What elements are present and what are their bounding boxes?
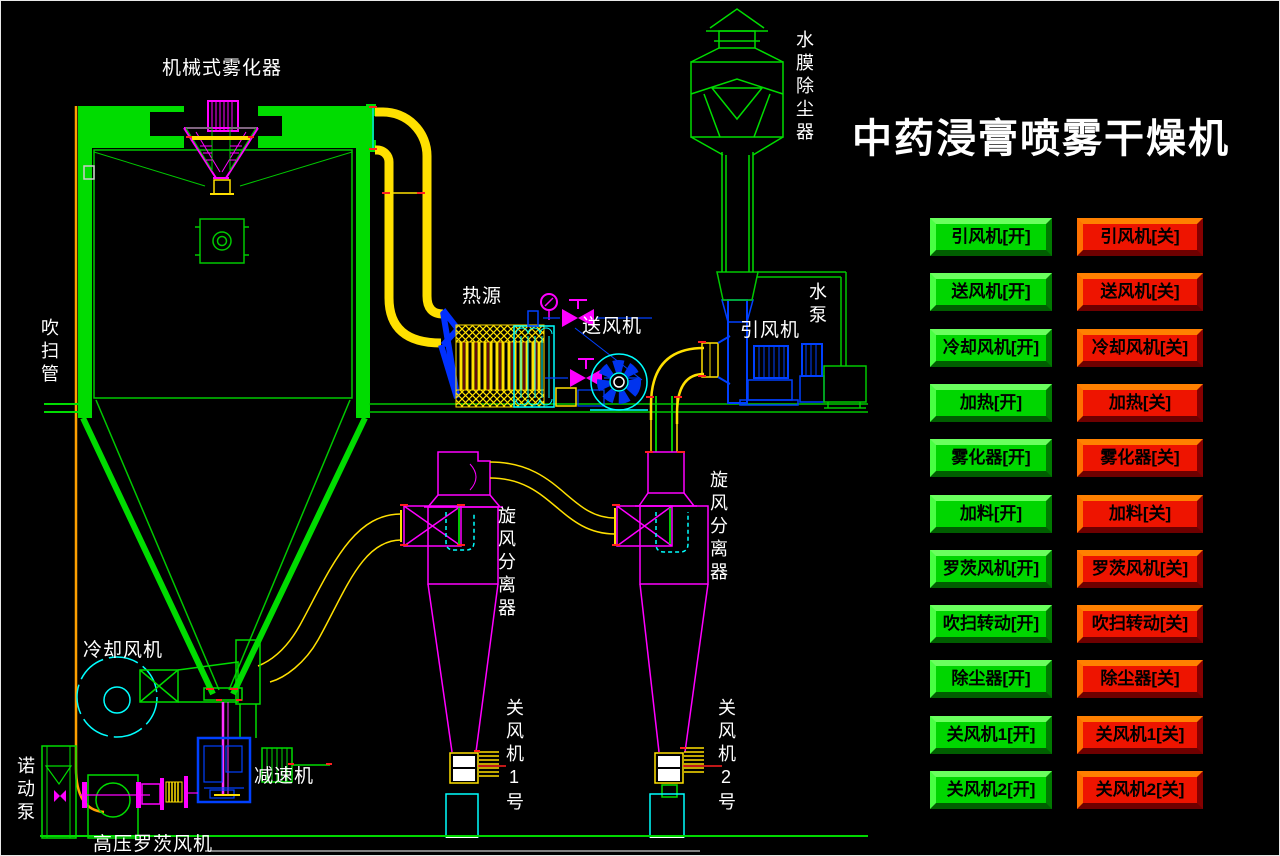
power-off-button-4[interactable]: 加热[关] [1077, 384, 1203, 422]
cooling-fan-label: 冷却风机 [83, 640, 164, 661]
power-on-button-10[interactable]: 关风机1[开] [930, 716, 1052, 754]
water-pump-label: 水泵 [807, 282, 827, 328]
cooling-fan-graphic [76, 639, 261, 738]
heat-source [455, 324, 545, 408]
fan-inlet-duct [649, 342, 719, 452]
power-off-button-3[interactable]: 冷却风机[关] [1077, 329, 1203, 367]
purge-pipe-label: 吹扫管 [39, 318, 59, 387]
cyclone-connector-ducts [257, 461, 616, 683]
power-off-button-8[interactable]: 吹扫转动[关] [1077, 605, 1203, 643]
power-on-button-11[interactable]: 关风机2[开] [930, 771, 1052, 809]
water-pump-group [757, 271, 867, 409]
water-film-dust-collector-label: 水膜除尘器 [794, 30, 814, 145]
power-on-button-8[interactable]: 吹扫转动[开] [930, 605, 1052, 643]
drying-tower [78, 104, 374, 701]
power-off-button-9[interactable]: 除尘器[关] [1077, 660, 1203, 698]
water-film-dust-collector-graphic [690, 8, 784, 272]
power-off-button-7[interactable]: 罗茨风机[关] [1077, 550, 1203, 588]
power-on-button-3[interactable]: 冷却风机[开] [930, 329, 1052, 367]
mechanical-atomizer [183, 100, 259, 195]
supply-fan-label: 送风机 [582, 316, 643, 337]
nuodong-pump-label: 诺动泵 [15, 756, 35, 825]
power-off-button-5[interactable]: 雾化器[关] [1077, 439, 1203, 477]
ground-line [40, 835, 868, 852]
induced-draft-fan-label: 引风机 [740, 320, 801, 341]
power-on-button-4[interactable]: 加热[开] [930, 384, 1052, 422]
tube-bundle-unit [513, 310, 555, 408]
cyclone-separator-1-graphic [400, 451, 506, 838]
sight-glass [195, 218, 249, 264]
power-off-button-6[interactable]: 加料[关] [1077, 495, 1203, 533]
reducer-drive-group [196, 702, 330, 804]
supply-fan-graphic [590, 353, 648, 411]
power-on-button-7[interactable]: 罗茨风机[开] [930, 550, 1052, 588]
page-title: 中药浸膏喷雾干燥机 [852, 117, 1230, 161]
power-on-button-6[interactable]: 加料[开] [930, 495, 1052, 533]
power-off-button-2[interactable]: 送风机[关] [1077, 273, 1203, 311]
power-off-button-11[interactable]: 关风机2[关] [1077, 771, 1203, 809]
flange-ticks [186, 106, 706, 765]
power-on-button-9[interactable]: 除尘器[开] [930, 660, 1052, 698]
heat-source-label: 热源 [462, 286, 503, 307]
hot-air-duct [366, 104, 460, 399]
power-off-button-10[interactable]: 关风机1[关] [1077, 716, 1203, 754]
power-on-button-1[interactable]: 引风机[开] [930, 218, 1052, 256]
roots-blower-label: 高压罗茨风机 [93, 834, 214, 855]
atomizer-label: 机械式雾化器 [162, 58, 283, 79]
rotary-valve-1-label: 关风机1号 [504, 698, 524, 815]
cyclone-separator-1-label: 旋风分离器 [496, 506, 516, 621]
induced-draft-fan-graphic [716, 271, 799, 406]
rotary-valve-2-label: 关风机2号 [716, 698, 736, 815]
power-on-button-5[interactable]: 雾化器[开] [930, 439, 1052, 477]
cyclone-separator-2-label: 旋风分离器 [708, 470, 728, 585]
power-on-button-2[interactable]: 送风机[开] [930, 273, 1052, 311]
platform-line [369, 403, 868, 413]
power-off-button-1[interactable]: 引风机[关] [1077, 218, 1203, 256]
cyclone-separator-2-graphic [614, 451, 722, 838]
reducer-label: 减速机 [254, 766, 315, 787]
purge-pipe [44, 106, 105, 814]
feed-pump-group [41, 745, 198, 839]
